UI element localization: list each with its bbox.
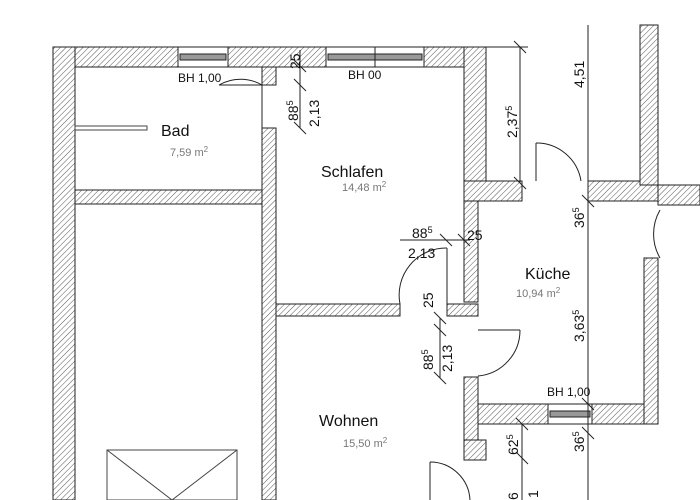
dim-25-top: 25 <box>287 53 303 69</box>
dim-213-top: 2,13 <box>306 100 322 127</box>
wall-kitchen-top <box>463 180 523 202</box>
window-label-schlafen: BH 00 <box>348 68 382 82</box>
door-wohnen-bottom <box>429 461 471 500</box>
wall-bad-schlafen-lower <box>261 127 277 500</box>
dim-6-bottom: 6 <box>505 492 521 500</box>
window-label-kueche: BH 1,00 <box>547 385 591 399</box>
wall-schlafen-wohnen <box>275 303 401 317</box>
wall-left <box>52 46 76 500</box>
dim-88-mid: 885 <box>412 225 433 241</box>
dim-36-low: 365 <box>571 431 587 452</box>
room-name-schlafen: Schlafen <box>321 164 383 181</box>
dim-36-right: 365 <box>571 207 587 228</box>
bathtub-cross <box>106 449 238 500</box>
wall-right-upper <box>639 24 659 186</box>
wall-right-stub <box>657 184 700 206</box>
window-schlafen <box>325 46 425 68</box>
door-wohnen-kueche <box>477 329 521 377</box>
dim-25-mid: 25 <box>467 227 483 243</box>
fixtures <box>74 125 238 500</box>
dim-3635: 3,635 <box>571 310 587 342</box>
dim-237: 2,375 <box>504 106 520 138</box>
wall-schlafen-kueche <box>463 200 479 303</box>
room-name-bad: Bad <box>161 123 189 140</box>
room-area-kueche: 10,94 m2 <box>516 286 561 300</box>
dim-213-mid: 2,13 <box>408 245 435 261</box>
dim-451: 4,51 <box>571 61 587 88</box>
walls <box>52 24 700 500</box>
doors <box>218 78 661 500</box>
room-name-kueche: Küche <box>525 266 570 283</box>
room-name-wohnen: Wohnen <box>319 413 378 430</box>
room-area-schlafen: 14,48 m2 <box>342 180 387 194</box>
dim-88-low: 885 <box>420 349 436 370</box>
windows <box>177 46 593 425</box>
room-area-bad: 7,59 m2 <box>170 145 209 159</box>
wall-schlafen-right <box>463 46 487 184</box>
window-kueche <box>547 403 593 425</box>
wall-bad-schlafen-upper <box>261 66 277 86</box>
wall-schlafen-wohnen-right <box>446 303 479 317</box>
wall-kueche-bottom <box>477 403 549 425</box>
dimension-lines <box>293 25 595 500</box>
wall-bad-bottom <box>74 189 265 205</box>
dim-1-bottom: 1 <box>525 490 541 498</box>
dim-88-top: 885 <box>285 100 301 121</box>
dim-25-low: 25 <box>420 292 436 308</box>
window-bad <box>177 46 229 68</box>
window-label-bad: BH 1,00 <box>178 71 222 85</box>
wall-right-lower <box>643 257 659 425</box>
wall-top-mid <box>227 46 327 68</box>
room-area-wohnen: 15,50 m2 <box>343 436 388 450</box>
shower-bar <box>74 125 148 131</box>
door-schlafen <box>398 247 448 305</box>
dim-62: 625 <box>505 434 521 455</box>
door-right <box>653 209 661 259</box>
door-kueche <box>535 142 582 182</box>
dim-213-low: 2,13 <box>439 345 455 372</box>
door-bad <box>218 78 263 128</box>
wall-wohnen-right-low <box>463 439 487 461</box>
